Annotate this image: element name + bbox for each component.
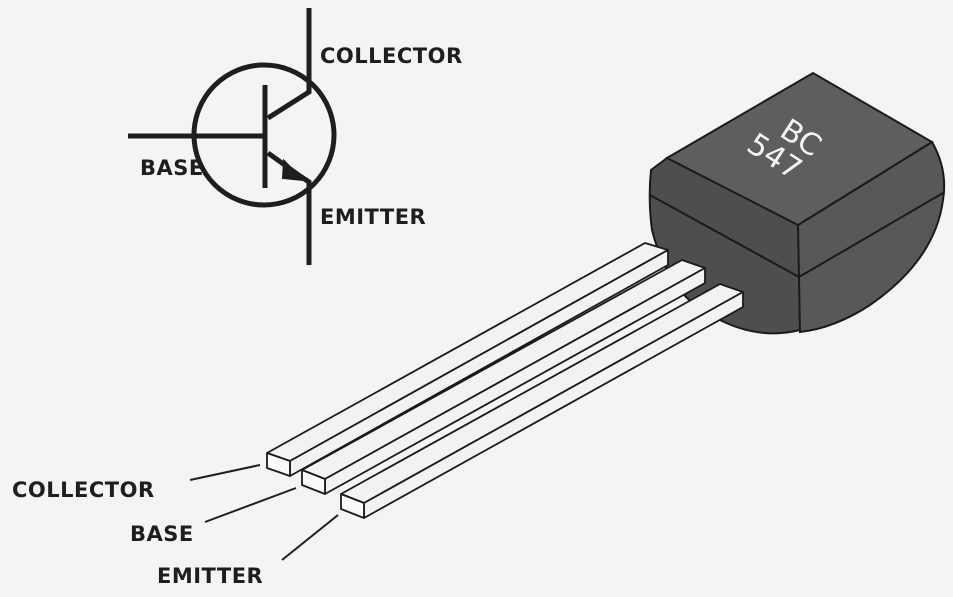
symbol-collector-label: COLLECTOR — [320, 44, 463, 68]
to92-package — [648, 71, 946, 335]
emitter-leader — [281, 514, 339, 561]
base-lead-pin — [301, 259, 706, 495]
package-top-face — [664, 71, 934, 227]
package-mid-line — [649, 192, 944, 279]
symbol-base-label: BASE — [140, 156, 204, 180]
pin-base-label: BASE — [130, 522, 194, 546]
package-front-face — [796, 140, 946, 334]
base-leader — [204, 487, 297, 523]
emitter-arrow-icon — [281, 158, 306, 182]
leads — [266, 242, 744, 519]
pin-collector-label: COLLECTOR — [12, 478, 155, 502]
collector-lead — [266, 89, 312, 121]
collector-lead-pin — [266, 242, 669, 477]
symbol-emitter-label: EMITTER — [320, 205, 426, 229]
npn-transistor-symbol — [128, 8, 337, 265]
pin-emitter-label: EMITTER — [157, 564, 263, 588]
emitter-lead-pin — [340, 283, 744, 519]
collector-leader — [189, 464, 261, 481]
leader-lines — [189, 464, 339, 561]
